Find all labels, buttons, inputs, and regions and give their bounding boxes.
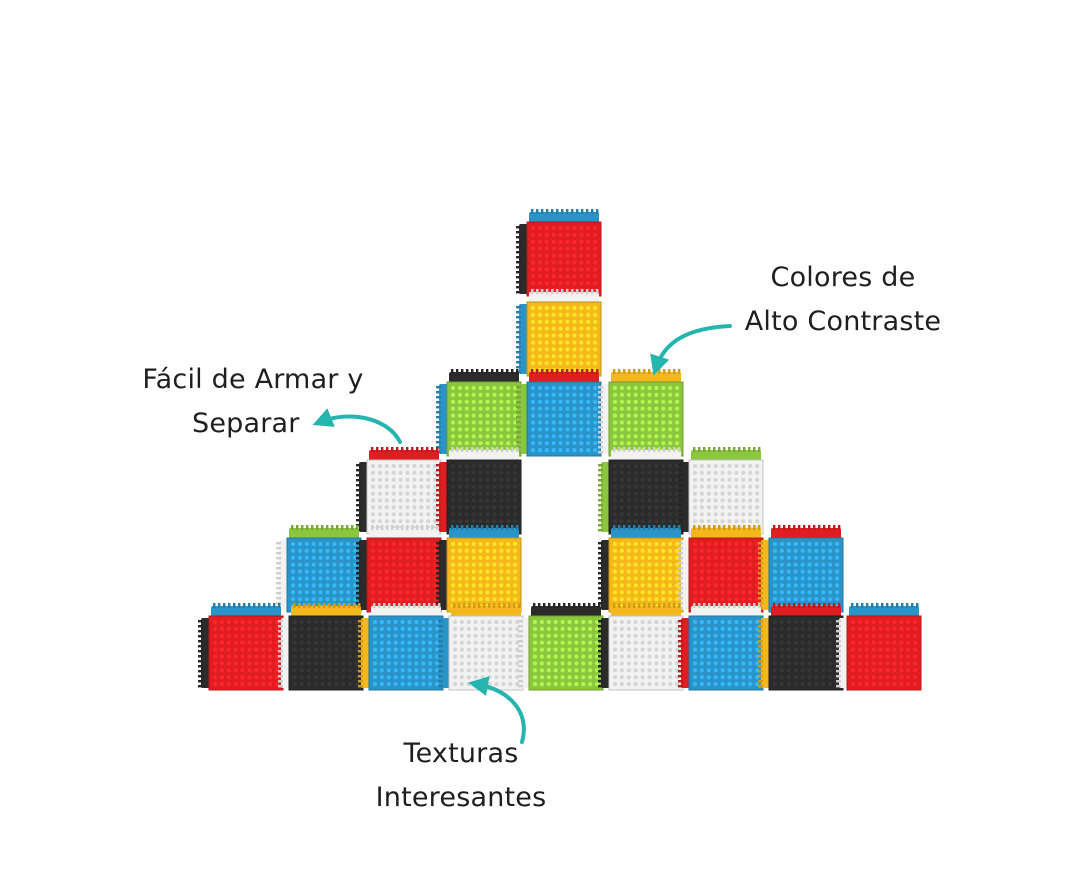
sensory-block — [436, 369, 522, 457]
callout-line: Texturas — [403, 738, 519, 769]
callout-line: Colores de — [770, 262, 916, 293]
sensory-block — [198, 603, 284, 691]
callout-interesting-textures: Texturas Interesantes — [346, 732, 576, 820]
sensory-block — [436, 447, 522, 535]
sensory-block — [516, 369, 602, 457]
sensory-block — [356, 447, 442, 535]
sensory-block — [598, 369, 684, 457]
sensory-block — [758, 525, 844, 613]
sensory-block — [278, 603, 364, 691]
sensory-block — [598, 447, 684, 535]
sensory-block — [358, 603, 444, 691]
arrow-contrast-icon — [650, 324, 732, 376]
callout-line: Alto Contraste — [744, 306, 942, 337]
sensory-block — [758, 603, 844, 691]
sensory-block — [678, 447, 764, 535]
sensory-block — [436, 525, 522, 613]
arrow-texture-icon — [468, 676, 526, 744]
callout-line: Separar — [192, 408, 300, 439]
callout-line: Fácil de Armar y — [142, 364, 364, 395]
sensory-block — [518, 603, 604, 691]
callout-line: Interesantes — [375, 782, 547, 813]
sensory-block — [516, 289, 602, 377]
sensory-block — [356, 525, 442, 613]
sensory-block — [516, 209, 602, 297]
sensory-block — [598, 525, 684, 613]
sensory-block — [598, 603, 684, 691]
sensory-block — [276, 525, 362, 613]
sensory-block — [836, 603, 922, 691]
callout-easy-assembly: Fácil de Armar y Separar — [118, 358, 388, 446]
callout-high-contrast-colors: Colores de Alto Contraste — [718, 256, 968, 344]
sensory-block — [438, 603, 524, 691]
sensory-blocks-stack — [198, 209, 922, 691]
sensory-block — [678, 525, 764, 613]
sensory-block — [678, 603, 764, 691]
arrow-assembly-icon — [312, 408, 402, 444]
